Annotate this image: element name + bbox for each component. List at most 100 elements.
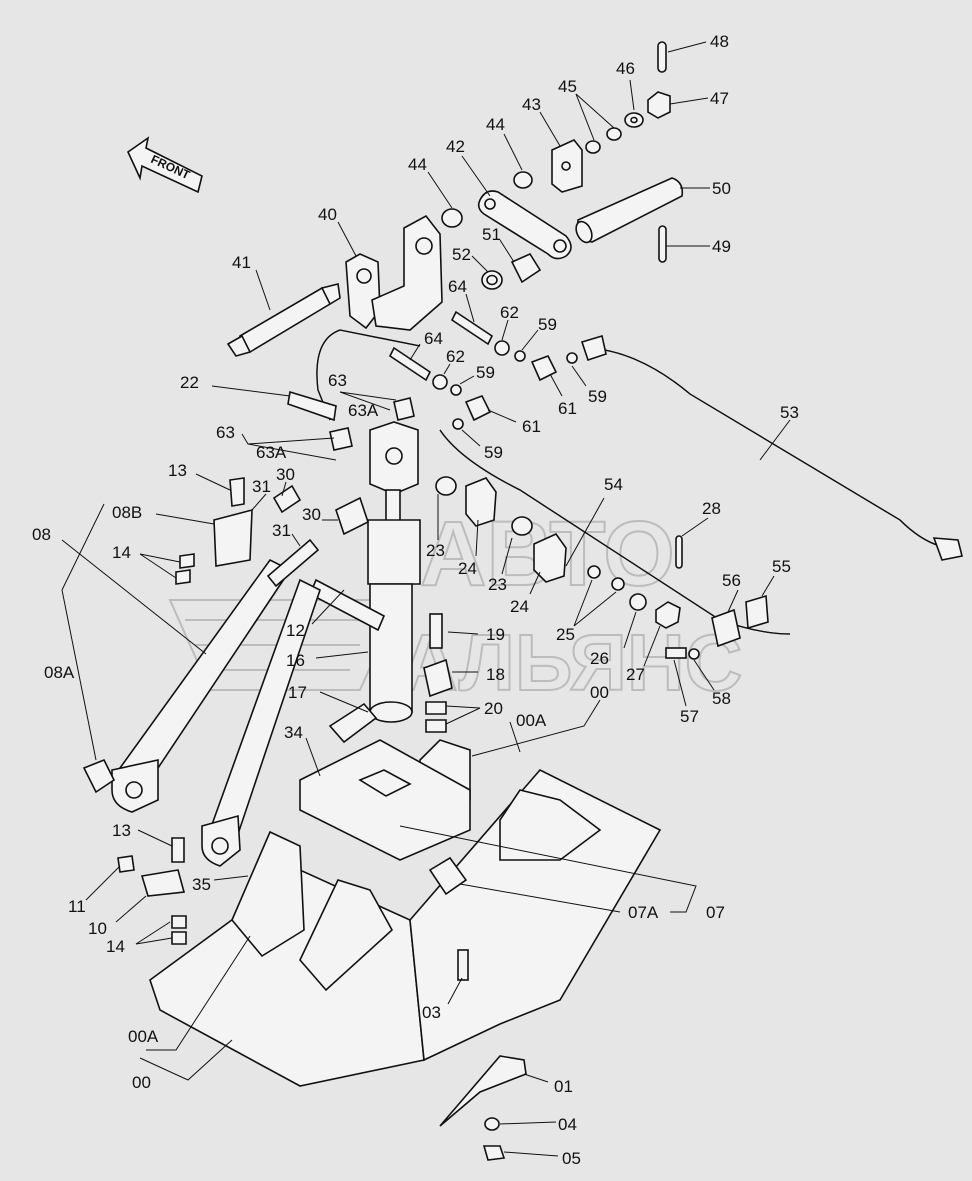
label-31a: 31 xyxy=(252,477,271,496)
label-40: 40 xyxy=(318,205,337,224)
elbow-61b xyxy=(464,394,492,422)
label-13b: 13 xyxy=(112,821,131,840)
nut-14c xyxy=(171,915,187,929)
bolt-13b xyxy=(171,837,185,863)
washer-26 xyxy=(629,593,647,611)
washer-44a xyxy=(513,171,533,189)
label-24b: 24 xyxy=(510,597,529,616)
washer-44b xyxy=(441,208,463,228)
label-62b: 62 xyxy=(446,347,465,366)
bucket-00 xyxy=(117,739,662,1161)
fitting-22 xyxy=(287,390,337,422)
bolt-03 xyxy=(457,949,469,981)
label-62a: 62 xyxy=(500,303,519,322)
label-63Ab: 63A xyxy=(256,443,287,462)
label-18: 18 xyxy=(486,665,505,684)
washer-23b xyxy=(511,516,533,536)
label-59b: 59 xyxy=(476,363,495,382)
label-45: 45 xyxy=(558,77,577,96)
label-25: 25 xyxy=(556,625,575,644)
label-64a: 64 xyxy=(448,277,467,296)
label-27: 27 xyxy=(626,665,645,684)
tooth-01 xyxy=(439,1055,527,1127)
label-04: 04 xyxy=(558,1115,577,1134)
bushing-08A xyxy=(82,758,116,794)
label-24a: 24 xyxy=(458,559,477,578)
bracket-40-right xyxy=(371,214,443,331)
label-50: 50 xyxy=(712,179,731,198)
label-12: 12 xyxy=(286,621,305,640)
castle-nut-47 xyxy=(647,91,671,119)
link-34 xyxy=(299,739,471,861)
label-41: 41 xyxy=(232,253,251,272)
label-51: 51 xyxy=(482,225,501,244)
label-05: 05 xyxy=(562,1149,581,1168)
cylinder-assembly xyxy=(272,421,567,744)
label-00Ab: 00A xyxy=(128,1027,159,1046)
label-14a: 14 xyxy=(112,543,131,562)
fitting-62a xyxy=(494,340,510,356)
label-59c: 59 xyxy=(588,387,607,406)
nut-14d xyxy=(171,931,187,945)
label-23a: 23 xyxy=(426,541,445,560)
shim-25a xyxy=(587,565,601,579)
label-47: 47 xyxy=(710,89,729,108)
label-13a: 13 xyxy=(168,461,187,480)
nut-14a xyxy=(179,553,195,569)
bolt-13a xyxy=(229,477,245,507)
part-labels: 48 47 46 45 43 44 42 44 50 49 40 52 51 4… xyxy=(32,32,799,1168)
nut-05 xyxy=(482,1145,506,1161)
label-22: 22 xyxy=(180,373,199,392)
label-30b: 30 xyxy=(302,505,321,524)
arm-assembly xyxy=(82,477,321,867)
plate-30a xyxy=(272,484,302,514)
bucket-shell-right xyxy=(409,769,662,1062)
shim-45b xyxy=(585,140,601,154)
bucket-ear-upper xyxy=(499,789,602,861)
fitting-63a xyxy=(393,397,415,421)
cotter-pin-49 xyxy=(658,225,667,263)
elbow-61a xyxy=(530,354,558,382)
label-61b: 61 xyxy=(522,417,541,436)
label-54: 54 xyxy=(604,475,623,494)
label-10: 10 xyxy=(88,919,107,938)
label-48: 48 xyxy=(710,32,729,51)
label-00Aa: 00A xyxy=(516,711,547,730)
label-42: 42 xyxy=(446,137,465,156)
bolt-19 xyxy=(429,613,443,649)
label-08A: 08A xyxy=(44,663,75,682)
clamp-55 xyxy=(745,594,769,630)
nut-27 xyxy=(655,601,681,629)
pin-17 xyxy=(328,702,378,744)
label-26: 26 xyxy=(590,649,609,668)
label-23b: 23 xyxy=(488,575,507,594)
nut-20a xyxy=(425,701,447,715)
hose-64a xyxy=(450,310,494,346)
label-58: 58 xyxy=(712,689,731,708)
label-49: 49 xyxy=(712,237,731,256)
label-57: 57 xyxy=(680,707,699,726)
shim-25b xyxy=(611,577,625,591)
front-arrow: FRONT xyxy=(126,136,203,194)
hose-64b xyxy=(388,346,432,382)
oring-59a xyxy=(514,350,526,362)
cylinder-barrel-16 xyxy=(369,583,413,713)
washer-58 xyxy=(688,648,700,660)
nut-14b xyxy=(175,569,191,585)
bushing-07A xyxy=(428,856,468,896)
label-63b: 63 xyxy=(216,423,235,442)
label-63a: 63 xyxy=(328,371,347,390)
plate-24a xyxy=(465,477,497,527)
plate-24b xyxy=(533,532,567,583)
pipe-clamp-assembly xyxy=(587,535,769,660)
label-07: 07 xyxy=(706,903,725,922)
label-08B: 08B xyxy=(112,503,142,522)
label-28: 28 xyxy=(702,499,721,518)
cotter-pin-28 xyxy=(675,535,683,569)
hydraulic-lines xyxy=(287,310,963,635)
label-46: 46 xyxy=(616,59,635,78)
label-35: 35 xyxy=(192,875,211,894)
label-43: 43 xyxy=(522,95,541,114)
bolt-11 xyxy=(117,855,135,873)
